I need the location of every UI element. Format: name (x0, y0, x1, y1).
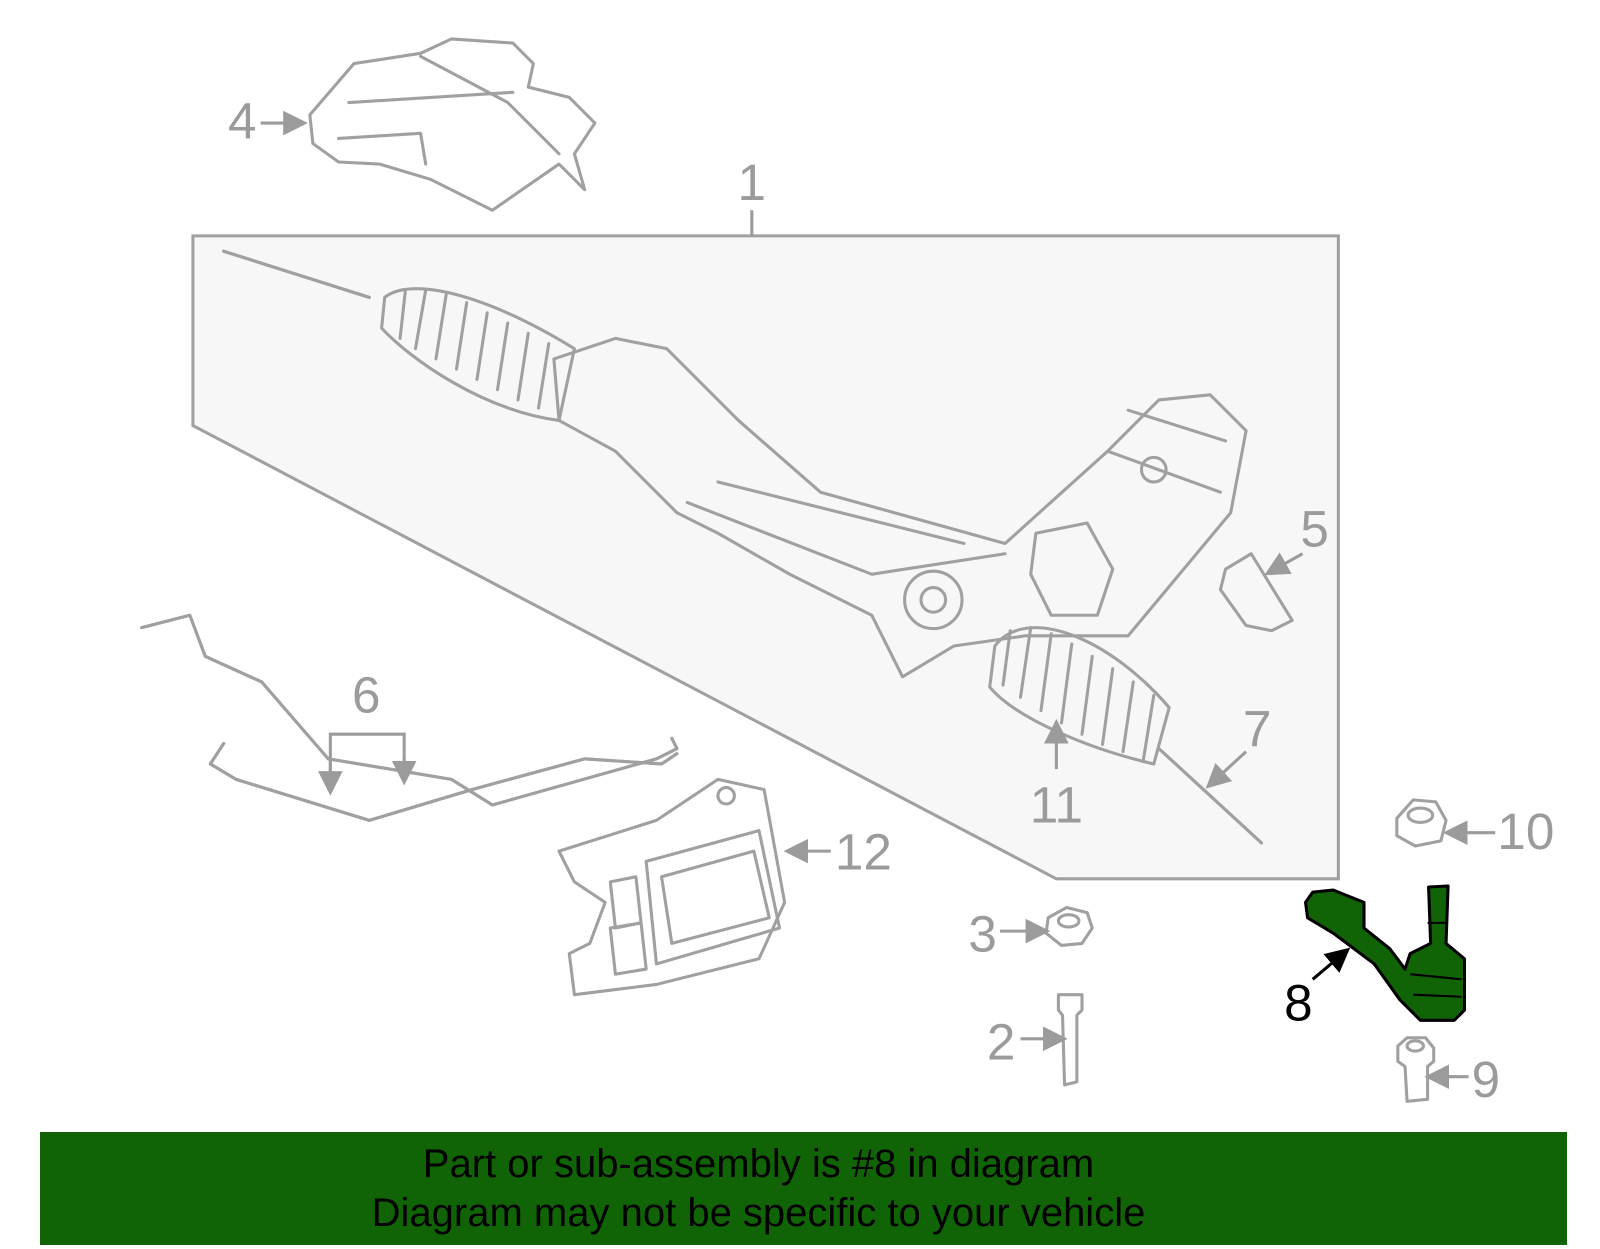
callout-9: 9 (1472, 1051, 1501, 1108)
control-module-part-12[interactable] (557, 777, 787, 997)
callout-2: 2 (987, 1013, 1016, 1070)
callout-4: 4 (228, 92, 257, 149)
assembly-box (191, 210, 1340, 881)
bolt-part-2[interactable] (1056, 993, 1084, 1087)
hydraulic-lines-part-6[interactable] (140, 613, 679, 822)
callout-arrows (260, 110, 1496, 1090)
banner-line-2: Diagram may not be specific to your vehi… (371, 1191, 1146, 1235)
callout-10: 10 (1497, 803, 1554, 860)
sensor-part-5[interactable] (1218, 552, 1294, 633)
callout-8: 8 (1284, 974, 1313, 1031)
tie-rod-end-part-8[interactable] (1304, 884, 1467, 1022)
callout-6: 6 (352, 667, 381, 724)
nut-part-3[interactable] (1044, 905, 1094, 948)
banner-line-1: Part or sub-assembly is #8 in diagram (422, 1142, 1095, 1186)
callout-7: 7 (1243, 701, 1272, 758)
nut-part-10[interactable] (1395, 798, 1448, 848)
bolt-part-9[interactable] (1396, 1036, 1436, 1103)
callout-3: 3 (968, 906, 997, 963)
callout-12: 12 (835, 824, 892, 881)
heat-shield-part-4[interactable] (308, 37, 597, 212)
callout-11: 11 (1030, 776, 1083, 833)
steering-rack-part-1[interactable] (222, 249, 1263, 845)
part-info-banner: Part or sub-assembly is #8 in diagram Di… (40, 1132, 1567, 1245)
callout-5: 5 (1300, 501, 1329, 558)
callout-1: 1 (738, 154, 767, 211)
